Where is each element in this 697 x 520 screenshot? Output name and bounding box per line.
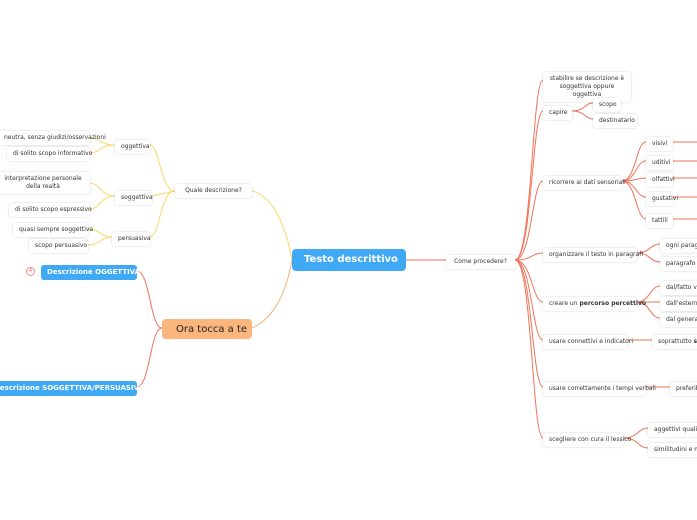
central-topic[interactable]: Testo descrittivo bbox=[292, 249, 406, 271]
step-stabilire[interactable]: stabilire se descrizione è soggettiva op… bbox=[543, 72, 631, 102]
node-soggettiva[interactable]: soggettiva bbox=[115, 191, 153, 205]
leaf-persuasiva-soggettiva[interactable]: quasi sempre soggettiva bbox=[13, 223, 93, 237]
step-connettivi[interactable]: usare connettivi e indicatori bbox=[543, 335, 633, 349]
leaf-destinatario[interactable]: destinatario bbox=[593, 114, 637, 128]
step-capire[interactable]: capire bbox=[543, 106, 572, 120]
step-organizzare[interactable]: organizzare il testo in paragrafi bbox=[543, 248, 643, 262]
leaf-soggettiva-interpretazione[interactable]: interpretazione personale della realtà bbox=[0, 172, 90, 194]
node-come-procedere[interactable]: Come procedere? bbox=[446, 255, 515, 269]
leaf-similitudini[interactable]: similitudini e me bbox=[648, 443, 697, 457]
sense-olfattivi[interactable]: olfattivi bbox=[646, 173, 675, 187]
leaf-oggettiva-scopo[interactable]: di solito scopo informativo bbox=[7, 147, 92, 161]
leaf-aggettivi[interactable]: aggettivi qualifi bbox=[648, 423, 697, 437]
step-creare-percorso[interactable]: creare un percorso percettivo bbox=[543, 297, 646, 311]
leaf-dal-fatto[interactable]: dal/fatto verso bbox=[660, 281, 697, 295]
leaf-preferibilmente[interactable]: preferib bbox=[670, 382, 697, 396]
leaf-oggettiva-neutra[interactable]: neutra, senza giudizi/osservazioni bbox=[0, 131, 106, 145]
leaf-persuasiva-scopo[interactable]: scopo persuasivo bbox=[29, 239, 88, 253]
step-creare-bold: percorso percettivo bbox=[579, 300, 646, 307]
sense-gustativi[interactable]: gustativi bbox=[646, 192, 678, 206]
leaf-dall-esterno[interactable]: dall'esterno a bbox=[660, 297, 697, 311]
step-lessico[interactable]: scegliere con cura il lessico bbox=[543, 433, 631, 447]
step-tempi-verbali[interactable]: usare correttamente i tempi verbali bbox=[543, 382, 656, 396]
leaf-soggettiva-scopo[interactable]: di solito scopo espressivo bbox=[9, 203, 92, 217]
step-ricorrere[interactable]: ricorrere ai dati sensoriali bbox=[543, 176, 626, 190]
leaf-dal-generale[interactable]: dal generale bbox=[660, 313, 697, 327]
leaf-soprattutto[interactable]: soprattutto spa bbox=[652, 335, 697, 349]
leaf-soprattutto-text: soprattutto bbox=[658, 338, 694, 345]
leaf-scopo[interactable]: scopo bbox=[593, 98, 621, 112]
step-creare-text: creare un bbox=[549, 300, 580, 307]
task-descrizione-soggettiva[interactable]: Descrizione SOGGETTIVA/PERSUASIVA bbox=[0, 381, 144, 396]
node-ora-tocca-a-te[interactable]: Ora tocca a te bbox=[162, 319, 252, 339]
sense-tattili[interactable]: tattili bbox=[646, 214, 673, 228]
sense-visivi[interactable]: visivi bbox=[646, 137, 673, 151]
node-quale-descrizione[interactable]: Quale descrizione? bbox=[175, 184, 252, 198]
leaf-soprattutto-bold: spa bbox=[693, 338, 697, 345]
node-oggettiva[interactable]: oggettiva bbox=[115, 140, 150, 154]
leaf-ogni-paragrafo[interactable]: ogni paragrafo bbox=[660, 239, 697, 253]
count-badge[interactable]: 4 bbox=[26, 267, 35, 276]
leaf-paragrafo[interactable]: paragrafo i bbox=[660, 257, 697, 271]
task-descrizione-oggettiva[interactable]: Descrizione OGGETTIVA bbox=[41, 265, 140, 280]
node-persuasiva[interactable]: persuasiva bbox=[112, 232, 151, 246]
sense-uditivi[interactable]: uditivi bbox=[646, 156, 673, 170]
